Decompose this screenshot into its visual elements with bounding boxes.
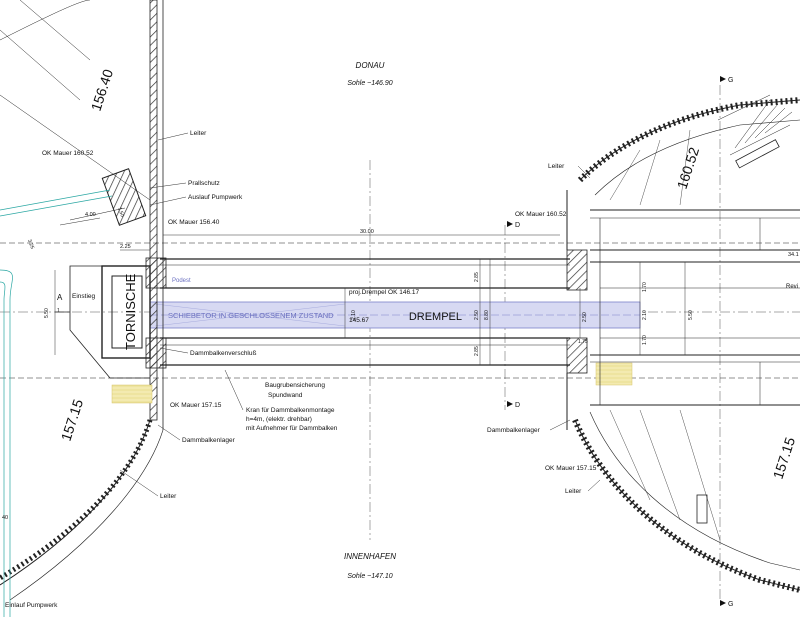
section-marker-a: A 1 (55, 293, 70, 314)
section-a-sub: 1 (57, 308, 60, 314)
section-marker-g-top: G (720, 76, 733, 84)
dimension-lines (54, 217, 686, 365)
podest-label: Podest (172, 278, 191, 284)
elevation-nw: 156.40 (88, 67, 117, 113)
section-marker-d-bot: D (507, 401, 520, 409)
water-bottom-name: INNENHAFEN (344, 552, 396, 561)
boundary-lines (0, 189, 113, 617)
leader-lines (119, 132, 601, 497)
yellow-area-east (595, 362, 633, 386)
leiter-sw: Leiter (160, 493, 177, 500)
auslauf-label: Auslauf Pumpwerk (188, 194, 243, 201)
prallschutz-label: Prallschutz (188, 180, 220, 187)
leiter-nw: Leiter (190, 130, 207, 137)
drempel-level: 145.67 (349, 317, 369, 324)
dim-34-1: 34.1 (788, 252, 799, 258)
proj-drempel-label: proj.Drempel OK 146.17 (349, 289, 419, 296)
section-marker-g-bot: G (720, 600, 733, 608)
leiter-se: Leiter (565, 488, 582, 495)
dim-2-50-mid: 2.50 (474, 310, 480, 320)
east-wall (566, 94, 800, 524)
dim-2-50-right: 2.50 (582, 312, 588, 322)
dim-2-85-top: 2.85 (474, 272, 480, 282)
elevation-se: 157.15 (770, 435, 799, 481)
dim-3-25: 3.25 (26, 239, 35, 250)
west-wall (0, 0, 167, 601)
kran-line-1: Kran für Dammbalkenmontage (246, 407, 335, 414)
dim-30-00: 30.00 (360, 229, 374, 235)
dammbalkenlager-west: Dammbalkenlager (182, 437, 236, 444)
water-top-sole: Sohle ~146.90 (347, 80, 392, 87)
center-lines (0, 85, 800, 600)
dim-2-85-bot: 2.85 (474, 346, 480, 356)
ok-mauer-nw: OK Mauer 160.52 (42, 150, 94, 157)
section-marker-d-top: D (507, 221, 520, 229)
dammbalkenlager-east: Dammbalkenlager (487, 427, 541, 434)
dim-1-75: 1.75 (578, 339, 588, 345)
dim-2-10-mid: 2.10 (351, 310, 357, 320)
revi-label: Revi (786, 284, 798, 290)
dim-4-00: 4.00 (85, 212, 96, 218)
dim-1-50: 1.50 (116, 207, 125, 218)
dammbalkenverschluss-label: Dammbalkenverschluß (190, 350, 256, 357)
dim-2-10-right: 2.10 (642, 310, 648, 320)
lock-chamber (0, 242, 800, 379)
kran-line-3: mit Aufnehmer für Dammbalken (246, 425, 338, 432)
section-g-bot-letter: G (728, 601, 733, 608)
section-d-bot-letter: D (515, 402, 520, 409)
dim-8-80: 8.80 (484, 310, 490, 320)
dim-1-70-top: 1.70 (642, 282, 648, 292)
einlauf-label: Einlauf Pumpwerk (5, 602, 58, 609)
ok-mauer-se: OK Mauer 157.15 (545, 465, 597, 472)
yellow-area-west (111, 384, 153, 404)
leiter-ne: Leiter (548, 163, 565, 170)
dim-1-70-bot: 1.70 (642, 335, 648, 345)
dim-2-25: 2.25 (120, 244, 131, 250)
water-top-name: DONAU (356, 61, 385, 70)
kran-line-2: h=4m, (elektr. drehbar) (246, 416, 312, 423)
east-sawtooth-walls (566, 97, 800, 593)
einstieg-label: Einstieg (72, 293, 96, 300)
water-bottom-sole: Sohle ~147.10 (347, 573, 392, 580)
dim-5-50-right: 5.50 (688, 310, 694, 320)
schiebetor-label: SCHIEBETOR IN GESCHLOSSENEM ZUSTAND (168, 311, 334, 320)
tornische-label: TORNISCHE (123, 273, 138, 350)
section-g-top-letter: G (728, 77, 733, 84)
ok-mauer-sw: OK Mauer 157.15 (170, 402, 222, 409)
dim-5-50-left: 5.50 (44, 308, 50, 318)
ok-mauer-156: OK Mauer 156.40 (168, 219, 220, 226)
section-a-letter: A (57, 293, 63, 302)
elevation-sw: 157.15 (58, 397, 87, 443)
baugrube-line-1: Baugrubensicherung (265, 382, 325, 389)
dim-40: 40 (2, 515, 8, 521)
section-d-top-letter: D (515, 222, 520, 229)
elevation-ne: 160.52 (674, 145, 703, 191)
drempel-label: DREMPEL (409, 311, 462, 323)
baugrube-line-2: Spundwand (268, 392, 303, 399)
ok-mauer-ne: OK Mauer 160.52 (515, 211, 567, 218)
